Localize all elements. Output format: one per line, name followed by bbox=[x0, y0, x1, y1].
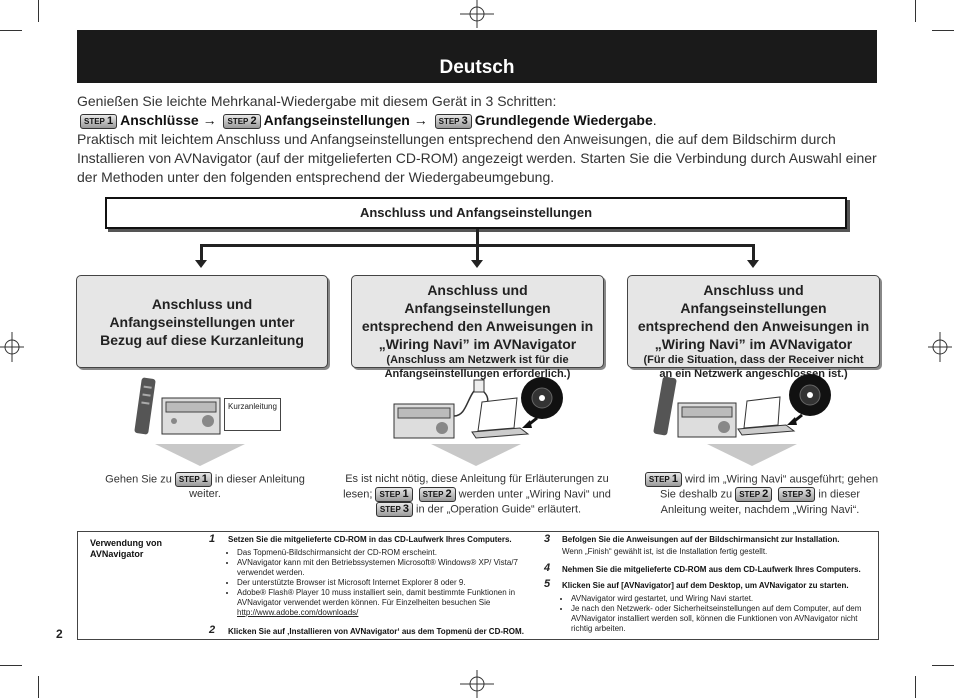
step-3-label: Grundlegende Wiedergabe bbox=[474, 112, 653, 128]
remote-receiver-laptop-disc-illustration bbox=[653, 374, 831, 438]
step-number: 1 bbox=[209, 533, 216, 545]
down-triangle-icon bbox=[707, 444, 797, 466]
receiver-laptop-disc-illustration bbox=[393, 377, 563, 439]
bullet: AVNavigator kann mit den Betriebssysteme… bbox=[237, 558, 533, 578]
connector-line bbox=[476, 244, 479, 260]
crop-mark bbox=[932, 665, 954, 666]
registration-mark bbox=[0, 332, 24, 362]
bullet: Je nach den Netzwerk- oder Sicherheitsei… bbox=[571, 604, 870, 634]
step-1-badge: STEP 1 bbox=[80, 113, 118, 129]
intro-line: Genießen Sie leichte Mehrkanal-Wiedergab… bbox=[77, 93, 557, 109]
crop-mark bbox=[38, 676, 39, 698]
step-1-block: Setzen Sie die mitgelieferte CD-ROM in d… bbox=[228, 535, 533, 618]
caption-middle: Es ist nicht nötig, diese Anleitung für … bbox=[343, 473, 611, 518]
option-box-network: Anschluss und Anfangseinstellungen entsp… bbox=[351, 275, 604, 380]
step-2-badge: STEP 2 bbox=[735, 487, 773, 503]
down-triangle-icon bbox=[431, 444, 521, 466]
registration-mark bbox=[460, 0, 494, 28]
connector-line bbox=[476, 229, 479, 246]
language-header: Deutsch bbox=[77, 30, 877, 83]
crop-mark bbox=[915, 0, 916, 22]
crop-mark bbox=[915, 676, 916, 698]
booklet-kurzanleitung: Kurzanleitung bbox=[224, 398, 281, 431]
step-5-text: Klicken Sie auf [AVNavigator] auf dem De… bbox=[562, 581, 849, 590]
step-3-badge: STEP 3 bbox=[375, 502, 413, 518]
bullet: Adobe® Flash® Player 10 muss installiert… bbox=[237, 588, 533, 618]
option-box-kurzanleitung: Anschluss und Anfangseinstellungen unter… bbox=[76, 275, 328, 368]
step-2-badge: STEP 2 bbox=[418, 487, 456, 502]
adobe-link[interactable]: http://www.adobe.com/downloads/ bbox=[237, 608, 359, 617]
step-3-badge: STEP 3 bbox=[778, 487, 816, 503]
bullet: Das Topmenü-Bildschirmansicht der CD-ROM… bbox=[237, 548, 533, 558]
avnavigator-instructions: Verwendung von AVNavigator 1 Setzen Sie … bbox=[77, 531, 879, 640]
step-1-label: Anschlüsse bbox=[120, 112, 199, 128]
page-title: Deutsch bbox=[439, 57, 515, 78]
step-number: 2 bbox=[209, 624, 216, 636]
down-arrow-icon bbox=[747, 260, 759, 268]
intro-body: Praktisch mit leichtem Anschluss und Anf… bbox=[77, 131, 877, 185]
step-number: 4 bbox=[544, 562, 551, 574]
down-triangle-icon bbox=[155, 444, 245, 466]
option-title: Anschluss und Anfangseinstellungen unter… bbox=[100, 296, 304, 348]
step-2-badge: STEP 2 bbox=[223, 113, 261, 129]
step-2-label: Anfangseinstellungen bbox=[263, 112, 410, 128]
step-5-block: Klicken Sie auf [AVNavigator] auf dem De… bbox=[562, 581, 870, 634]
step-1-badge: STEP 1 bbox=[375, 487, 413, 502]
receiver-remote-illustration bbox=[134, 377, 221, 435]
step-3-note: Wenn „Finish“ gewählt ist, ist die Insta… bbox=[562, 547, 768, 556]
connector-line bbox=[752, 244, 755, 260]
step-1-badge: STEP 1 bbox=[174, 472, 212, 487]
step-3-block: Befolgen Sie die Anweisungen auf der Bil… bbox=[562, 535, 870, 557]
instructions-heading: Verwendung von AVNavigator bbox=[90, 538, 163, 559]
option-title: Anschluss und Anfangseinstellungen entsp… bbox=[637, 282, 870, 352]
crop-mark bbox=[932, 30, 954, 31]
crop-mark bbox=[0, 30, 22, 31]
bullet: Der unterstützte Browser ist Microsoft I… bbox=[237, 578, 533, 588]
option-title: Anschluss und Anfangseinstellungen entsp… bbox=[361, 282, 594, 352]
down-arrow-icon bbox=[471, 260, 483, 268]
down-arrow-icon bbox=[195, 260, 207, 268]
step-4-text: Nehmen Sie die mitgelieferte CD-ROM aus … bbox=[562, 565, 861, 574]
option-box-no-network: Anschluss und Anfangseinstellungen entsp… bbox=[627, 275, 880, 380]
bullet: AVNavigator wird gestartet, und Wiring N… bbox=[571, 594, 870, 604]
step-number: 3 bbox=[544, 533, 551, 545]
booklet-label: Kurzanleitung bbox=[228, 402, 277, 411]
crop-mark bbox=[38, 0, 39, 22]
step-number: 5 bbox=[544, 578, 551, 590]
registration-mark bbox=[460, 670, 494, 698]
intro-text: Genießen Sie leichte Mehrkanal-Wiedergab… bbox=[77, 92, 877, 187]
page-number: 2 bbox=[56, 627, 63, 641]
step-3-badge: STEP 3 bbox=[434, 113, 472, 129]
registration-mark bbox=[928, 332, 952, 362]
step-1-text: Setzen Sie die mitgelieferte CD-ROM in d… bbox=[228, 535, 512, 544]
flow-top-box: Anschluss und Anfangseinstellungen bbox=[105, 197, 847, 229]
arrow-icon: → bbox=[413, 112, 428, 128]
step-1-badge: STEP 1 bbox=[644, 472, 682, 487]
connector-line bbox=[200, 244, 203, 260]
crop-mark bbox=[0, 665, 22, 666]
step-3-text: Befolgen Sie die Anweisungen auf der Bil… bbox=[562, 535, 840, 544]
step-2-text: Klicken Sie auf ‚Installieren von AVNavi… bbox=[228, 627, 524, 636]
arrow-icon: → bbox=[202, 112, 217, 128]
option-subtitle: (Anschluss am Netzwerk ist für die Anfan… bbox=[384, 354, 571, 380]
